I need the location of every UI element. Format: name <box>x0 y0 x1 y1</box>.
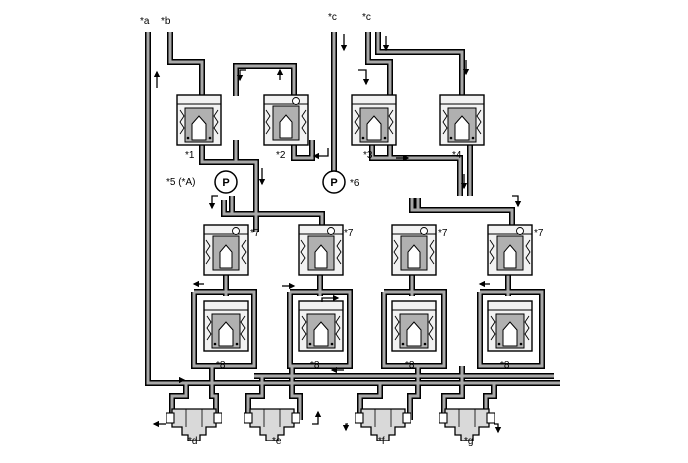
valve-2 <box>263 94 309 146</box>
valve-8-4 <box>487 300 533 352</box>
valve-3 <box>351 94 397 146</box>
valve-7-right-2 <box>487 224 533 276</box>
valve-1 <box>176 94 222 146</box>
label-valve-7-2: *7 <box>344 228 354 239</box>
pipe-network <box>145 32 560 420</box>
label-e: *e <box>272 436 282 447</box>
label-b: *b <box>161 16 171 27</box>
valve-8-3 <box>391 300 437 352</box>
label-g: *g <box>464 436 473 447</box>
label-valve-8-2: *8 <box>310 360 320 371</box>
valve-8-2 <box>298 300 344 352</box>
valve-7-left-1 <box>203 224 249 276</box>
label-d: *d <box>188 436 197 447</box>
label-c-1: *c <box>328 12 337 23</box>
label-c-2: *c <box>362 12 371 23</box>
flow-arrows <box>152 34 522 434</box>
label-valve-1: *1 <box>185 150 195 161</box>
label-valve-8-4: *8 <box>500 360 510 371</box>
label-valve-8-1: *8 <box>216 360 226 371</box>
svg-text:P: P <box>222 177 229 189</box>
label-valve-3: *3 <box>363 150 373 161</box>
valve-7-left-2 <box>298 224 344 276</box>
label-f: *f <box>378 436 385 447</box>
label-valve-2: *2 <box>276 150 286 161</box>
label-a: *a <box>140 16 150 27</box>
labels: *a *b *c *c *1 *2 *3 *4 *5 (*A) *6 *7 *7… <box>140 12 544 447</box>
label-valve-7-1: *7 <box>250 228 260 239</box>
label-valve-8-3: *8 <box>405 360 415 371</box>
label-pump-6: *6 <box>350 178 360 189</box>
pump-6: P <box>322 170 346 194</box>
label-valve-4: *4 <box>452 150 462 161</box>
svg-text:P: P <box>330 177 337 189</box>
pump-5: P <box>214 170 238 194</box>
label-pump-5: *5 (*A) <box>166 177 195 188</box>
valve-4 <box>439 94 485 146</box>
label-valve-7-4: *7 <box>534 228 544 239</box>
valve-7-right-1 <box>391 224 437 276</box>
valve-8-1 <box>203 300 249 352</box>
label-valve-7-3: *7 <box>438 228 448 239</box>
